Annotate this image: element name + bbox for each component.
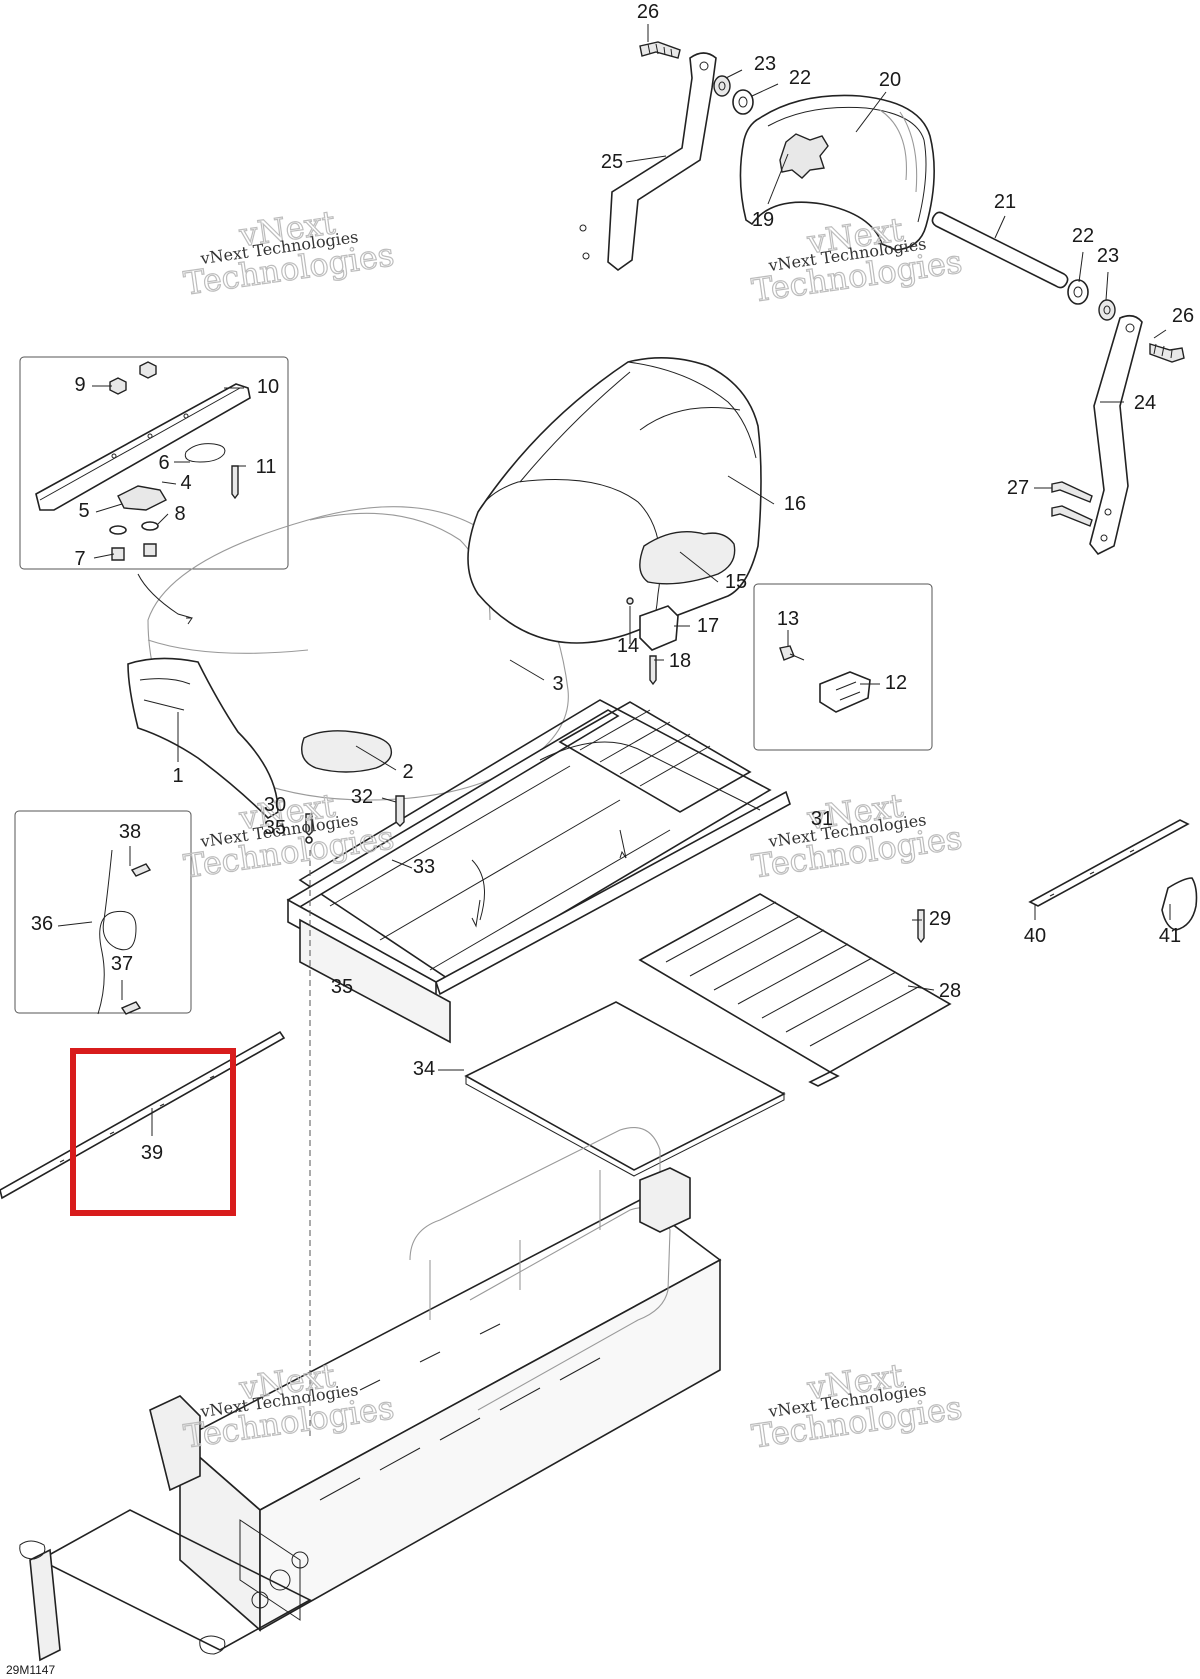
callout-23: 23 [754, 53, 776, 75]
callout-6: 6 [158, 452, 169, 474]
callout-22: 22 [789, 67, 811, 89]
callout-20: 20 [879, 69, 901, 91]
callout-12: 12 [885, 672, 907, 694]
chassis-tunnel [19, 1126, 722, 1662]
callout-11: 11 [256, 456, 277, 478]
highlight-box [70, 1048, 236, 1216]
foam-pad [464, 1001, 786, 1171]
seat-base-detail [35, 361, 251, 561]
detail-box-cable [14, 810, 192, 1014]
callout-15: 15 [725, 571, 747, 593]
callout-8: 8 [174, 503, 185, 525]
callout-38: 38 [119, 821, 141, 843]
floor-panel [638, 893, 952, 1087]
callout-10: 10 [257, 376, 279, 398]
callout-26: 26 [1172, 305, 1194, 327]
callout-29: 29 [929, 908, 951, 930]
end-cap [1161, 877, 1198, 931]
callout-23: 23 [1097, 245, 1119, 267]
callout-27: 27 [1007, 477, 1029, 499]
callout-37: 37 [111, 953, 133, 975]
long-trim-strip [0, 1030, 286, 1200]
detail-box-hinge [753, 583, 933, 751]
callout-26: 26 [637, 1, 659, 23]
rail-strip [1028, 819, 1190, 907]
callout-21: 21 [994, 191, 1016, 213]
callout-19: 19 [752, 209, 774, 231]
detail-box-seat-base [19, 356, 289, 570]
callout-35: 35 [331, 976, 353, 998]
callout-31: 31 [811, 808, 833, 830]
leader-lines [57, 24, 1171, 1136]
callout-18: 18 [669, 650, 691, 672]
seat-outline [127, 506, 569, 820]
callout-25: 25 [601, 151, 623, 173]
callout-33: 33 [413, 856, 435, 878]
callout-39: 39 [141, 1142, 163, 1164]
callout-34: 34 [413, 1058, 435, 1080]
callout-2: 2 [402, 761, 413, 783]
callout-16: 16 [784, 493, 806, 515]
hinge-detail [779, 645, 871, 713]
callout-35: 35 [264, 817, 286, 839]
callout-3: 3 [552, 673, 563, 695]
callout-13: 13 [777, 608, 799, 630]
callout-40: 40 [1024, 925, 1046, 947]
callout-14: 14 [617, 635, 639, 657]
passenger-seat [467, 357, 762, 686]
drawing-reference: 29M1147 [6, 1663, 55, 1677]
storage-frame [286, 699, 791, 1044]
callout-24: 24 [1134, 392, 1156, 414]
callout-30: 30 [264, 794, 286, 816]
cable-detail [97, 849, 152, 1015]
callout-28: 28 [939, 980, 961, 1002]
callout-17: 17 [697, 615, 719, 637]
callout-1: 1 [172, 765, 183, 787]
callout-22: 22 [1072, 225, 1094, 247]
callout-9: 9 [74, 374, 85, 396]
backrest-assembly [579, 41, 1185, 556]
callout-32: 32 [351, 786, 373, 808]
callout-5: 5 [78, 500, 89, 522]
assembly-line [137, 573, 193, 619]
callout-36: 36 [31, 913, 53, 935]
callout-7: 7 [74, 548, 85, 570]
callout-4: 4 [180, 472, 191, 494]
callout-41: 41 [1159, 925, 1181, 947]
